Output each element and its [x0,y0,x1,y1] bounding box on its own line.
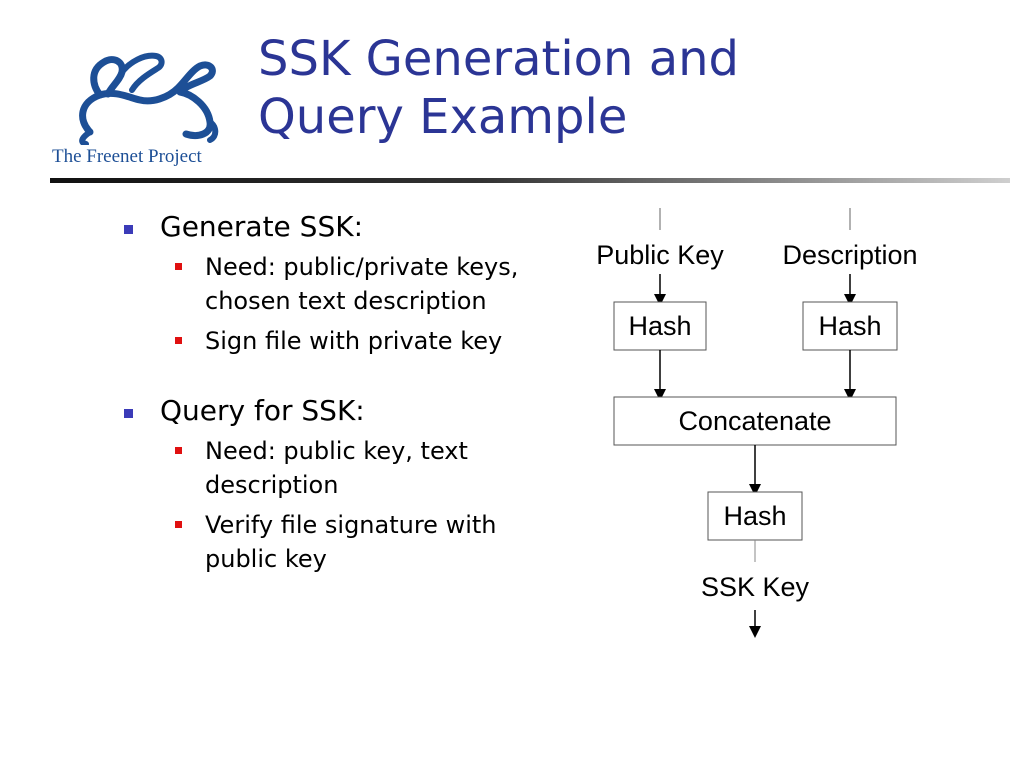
bullet-label: Generate SSK: [160,210,364,243]
bullet-group-query: Query for SSK: Need: public key, text de… [120,394,540,576]
sub-bullet-text: Verify file signature with public key [205,511,497,573]
bullet-group-generate: Generate SSK: Need: public/private keys,… [120,210,540,358]
square-bullet-icon [175,337,182,344]
square-bullet-icon [124,225,133,234]
sub-bullet-item: Sign file with private key [120,324,540,358]
description-label: Description [782,240,917,270]
sub-bullet-text: Sign file with private key [205,327,503,355]
bullet-item: Generate SSK: [120,210,540,244]
title-divider [50,178,1010,183]
title-line-1: SSK Generation and [258,31,740,87]
slide-title: SSK Generation and Query Example [258,30,998,146]
hash-left-label: Hash [628,311,691,341]
concatenate-box [613,396,897,446]
hash-bottom-label: Hash [723,501,786,531]
square-bullet-icon [175,447,182,454]
logo-text: The Freenet Project [52,146,202,167]
hash-box-bottom [707,491,803,541]
ssk-flow-diagram: Public Key Description Hash Hash Concate… [560,200,980,660]
square-bullet-icon [175,521,182,528]
square-bullet-icon [175,263,182,270]
bullet-item: Query for SSK: [120,394,540,428]
sub-bullet-item: Need: public key, text description [120,434,540,502]
hash-right-label: Hash [818,311,881,341]
sub-bullet-item: Need: public/private keys, chosen text d… [120,250,540,318]
bullet-list: Generate SSK: Need: public/private keys,… [120,210,540,608]
title-line-2: Query Example [258,89,628,145]
public-key-label: Public Key [596,240,724,270]
rabbit-logo-icon [79,52,219,145]
sub-bullet-text: Need: public/private keys, chosen text d… [205,253,519,315]
sub-bullet-item: Verify file signature with public key [120,508,540,576]
concatenate-label: Concatenate [678,406,831,436]
ssk-key-label: SSK Key [701,572,810,602]
bullet-label: Query for SSK: [160,394,365,427]
freenet-logo: The Freenet Project [48,40,228,180]
square-bullet-icon [124,409,133,418]
sub-bullet-text: Need: public key, text description [205,437,468,499]
hash-box-left [613,301,707,351]
